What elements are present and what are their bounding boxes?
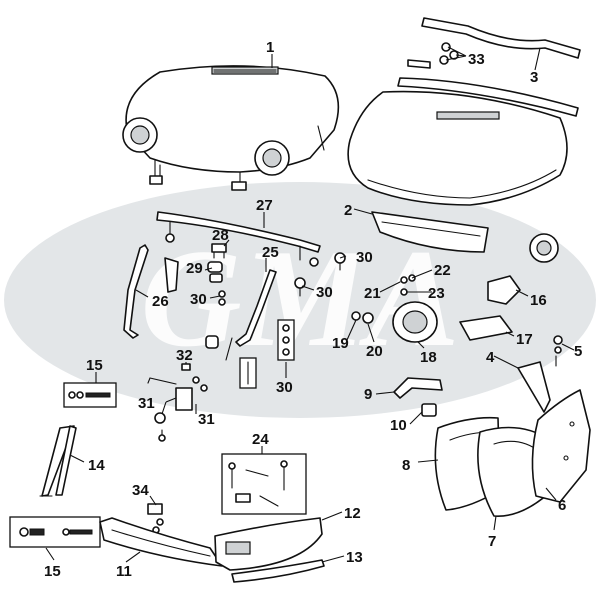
- leader-lines: [45, 46, 575, 563]
- part-5: [553, 335, 563, 367]
- callout-numbers: 1 2 3 33 27 28 29 25 30 30 30 30 26 32 3…: [44, 39, 582, 580]
- part-4: [517, 361, 551, 413]
- label-14: 14: [88, 457, 105, 474]
- part-15-box-top: [63, 382, 117, 408]
- part-12-valance: [214, 517, 323, 571]
- label-28: 28: [212, 227, 229, 244]
- label-10: 10: [390, 417, 407, 434]
- label-15a: 15: [86, 357, 103, 374]
- part-24-box: [221, 453, 307, 515]
- label-9: 9: [364, 386, 372, 403]
- label-32: 32: [176, 347, 193, 364]
- label-8: 8: [402, 457, 410, 474]
- label-20: 20: [366, 343, 383, 360]
- label-13: 13: [346, 549, 363, 566]
- part-9: [393, 377, 443, 399]
- label-30d: 30: [276, 379, 293, 396]
- label-33: 33: [468, 51, 485, 68]
- part-hood: [347, 90, 568, 206]
- label-24: 24: [252, 431, 269, 448]
- label-21: 21: [364, 285, 381, 302]
- part-31-bracket: [147, 376, 208, 442]
- label-4: 4: [486, 349, 495, 366]
- part-6-side-panel: [531, 389, 591, 503]
- label-6: 6: [558, 497, 566, 514]
- label-2: 2: [344, 202, 352, 219]
- part-15-box-bottom: [9, 516, 101, 548]
- part-prop-rod: [39, 425, 77, 497]
- label-22: 22: [434, 262, 451, 279]
- label-3: 3: [530, 69, 538, 86]
- label-1: 1: [266, 39, 274, 56]
- label-25: 25: [262, 244, 279, 261]
- label-18: 18: [420, 349, 437, 366]
- label-27: 27: [256, 197, 273, 214]
- label-16: 16: [530, 292, 547, 309]
- label-17: 17: [516, 331, 533, 348]
- part-trim-bar: [421, 17, 581, 59]
- part-front-nose: [122, 65, 340, 191]
- label-11: 11: [116, 563, 132, 580]
- part-13-trim: [231, 559, 325, 583]
- label-15b: 15: [44, 563, 61, 580]
- label-19: 19: [332, 335, 349, 352]
- label-30b: 30: [316, 284, 333, 301]
- part-10: [421, 403, 437, 417]
- label-30a: 30: [356, 249, 373, 266]
- part-rod-25: [225, 269, 277, 361]
- part-28: [211, 243, 227, 259]
- label-26: 26: [152, 293, 169, 310]
- label-34: 34: [132, 482, 149, 499]
- part-17: [459, 315, 513, 341]
- part-clips: [407, 42, 459, 69]
- label-5: 5: [574, 343, 582, 360]
- part-cross-tube: [156, 211, 321, 267]
- part-29: [207, 261, 223, 283]
- label-12: 12: [344, 505, 361, 522]
- label-23: 23: [428, 285, 445, 302]
- part-hood-strip: [397, 77, 579, 117]
- label-31b: 31: [198, 411, 215, 428]
- part-rod-26: [123, 244, 179, 339]
- part-18-ring: [392, 301, 438, 343]
- label-7: 7: [488, 533, 496, 550]
- label-30c: 30: [190, 291, 207, 308]
- part-16: [487, 233, 559, 305]
- label-31a: 31: [138, 395, 155, 412]
- label-29: 29: [186, 260, 203, 277]
- part-front-apron: [371, 211, 489, 253]
- part-34: [147, 503, 164, 534]
